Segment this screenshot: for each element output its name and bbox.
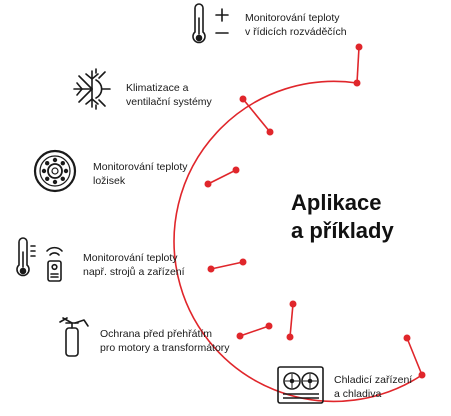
thermometer-plus-minus-icon (192, 3, 229, 44)
cooling-unit-icon (277, 366, 324, 404)
connector-3 (207, 169, 237, 185)
connector-1 (356, 46, 360, 84)
title-line-2: a příklady (291, 218, 394, 243)
fire-extinguisher-icon (59, 317, 89, 357)
connector-dot (266, 128, 274, 136)
connector-dot (353, 79, 361, 87)
label-control-cabinet-monitoring: Monitorování teploty v řídicích rozváděč… (245, 12, 347, 38)
connector-dot (265, 322, 273, 330)
label-machine-monitoring: Monitorování teploty např. strojů a zaří… (83, 252, 185, 278)
connector-dot (403, 334, 411, 342)
thermometer-remote-icon (16, 237, 63, 282)
bearing-icon (33, 149, 77, 193)
sun-snowflake-icon (73, 68, 111, 110)
label-bearing-monitoring: Monitorování teploty ložisek (93, 161, 188, 187)
connector-dot (236, 332, 244, 340)
connector-dot (204, 180, 212, 188)
title-line-1: Aplikace (291, 190, 382, 215)
connector-dot (286, 333, 294, 341)
connector-5 (239, 325, 270, 337)
connector-6 (289, 303, 294, 338)
main-arc (173, 80, 423, 403)
connector-dot (289, 300, 297, 308)
connector-dot (418, 371, 426, 379)
connector-dot (239, 95, 247, 103)
connector-dot (232, 166, 240, 174)
connector-dot (207, 265, 215, 273)
label-overheat-protection: Ochrana před přehřátím pro motory a tran… (100, 328, 230, 354)
connector-7 (406, 337, 423, 376)
label-cooling-equipment: Chladicí zařízení a chladiva (334, 374, 413, 400)
label-hvac-systems: Klimatizace a ventilační systémy (126, 82, 212, 108)
diagram-title: Aplikace a příklady (291, 189, 394, 245)
connector-dot (355, 43, 363, 51)
connector-4 (210, 261, 244, 270)
connector-2 (242, 98, 271, 133)
connector-dot (239, 258, 247, 266)
